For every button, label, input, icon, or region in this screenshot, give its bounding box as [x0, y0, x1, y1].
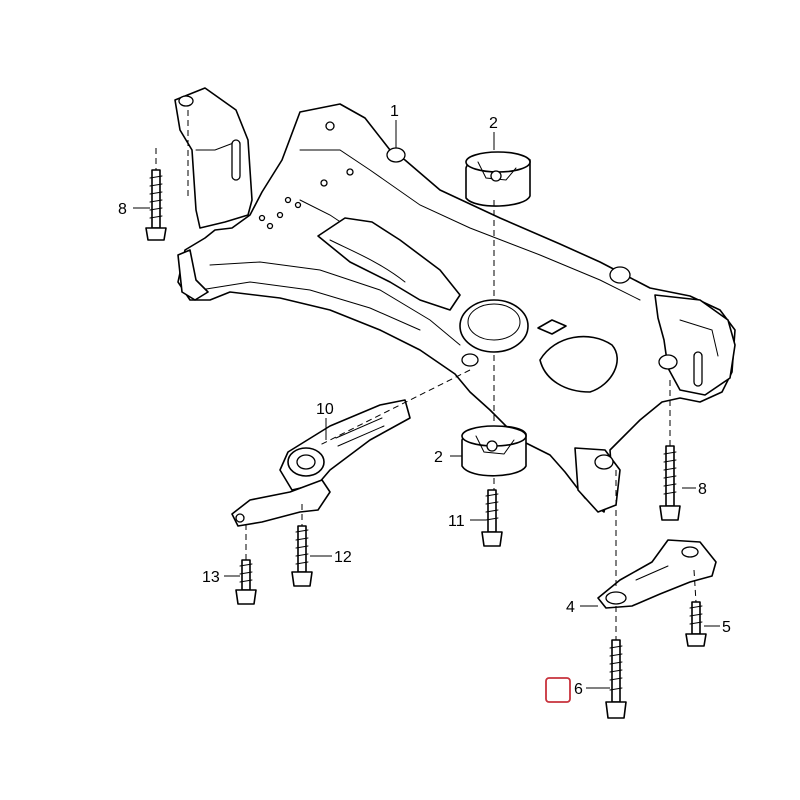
label-6: 6 — [574, 681, 583, 698]
mount-seat-frame — [459, 299, 529, 353]
bolt-11 — [481, 489, 503, 547]
bolt-6 — [605, 639, 627, 719]
subframe — [174, 87, 736, 513]
bolt-12 — [291, 525, 313, 587]
label-2-upper: 2 — [489, 115, 498, 132]
label-13: 13 — [202, 569, 220, 586]
bolt-8-left — [145, 169, 167, 241]
label-4: 4 — [566, 599, 575, 616]
bolt-13 — [235, 559, 257, 605]
label-5: 5 — [722, 619, 731, 636]
torque-rod-bracket — [231, 479, 331, 527]
label-2-lower: 2 — [434, 449, 443, 466]
label-1: 1 — [390, 103, 399, 120]
bolt-5 — [685, 601, 707, 647]
bracket-lower-right — [597, 539, 717, 609]
highlight-box-6 — [545, 677, 571, 703]
label-11: 11 — [448, 513, 465, 530]
mount-bushing-upper — [465, 151, 531, 207]
torque-rod — [279, 399, 411, 491]
label-8-right: 8 — [698, 481, 707, 498]
label-8-left: 8 — [118, 201, 127, 218]
part-labels: 1 2 8 10 2 8 11 12 13 4 5 6 — [118, 103, 731, 698]
assembly-lines — [155, 110, 697, 640]
bolt-8-right — [659, 445, 681, 521]
label-12: 12 — [334, 549, 352, 566]
label-10: 10 — [316, 401, 334, 418]
leader-lines — [133, 120, 720, 689]
mount-bushing-lower — [461, 425, 527, 477]
